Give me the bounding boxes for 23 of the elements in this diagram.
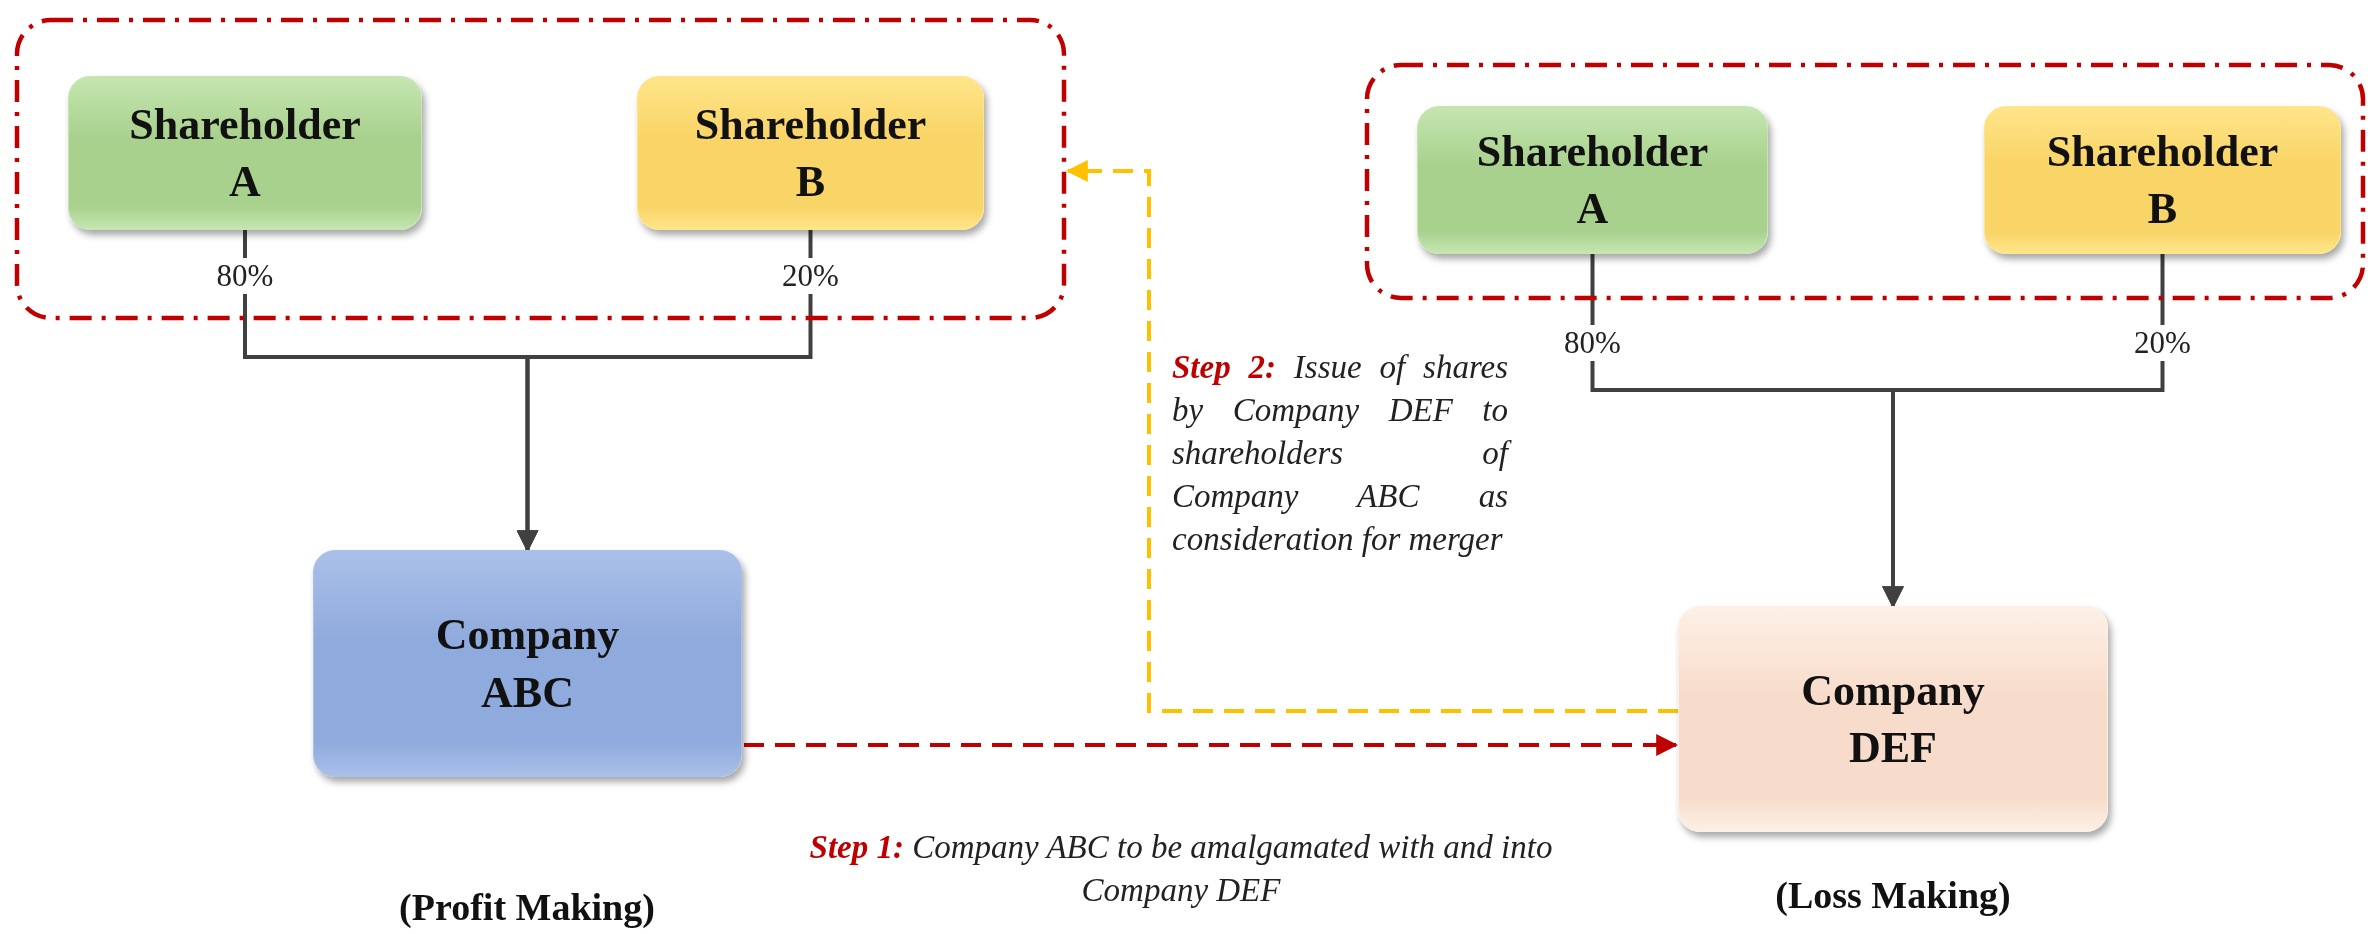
edge-label: 80% bbox=[1562, 325, 1623, 361]
node-label: Shareholder B bbox=[693, 98, 928, 208]
node-label: Shareholder A bbox=[128, 98, 362, 208]
node-label: Company DEF bbox=[1800, 664, 1986, 774]
arrow bbox=[516, 230, 813, 553]
arrow bbox=[1065, 160, 1678, 713]
company-box bbox=[1678, 606, 2108, 832]
shareholder-box bbox=[1417, 106, 1768, 254]
shareholder-box bbox=[68, 76, 422, 230]
company-box bbox=[313, 550, 742, 777]
edge-label: 80% bbox=[214, 258, 276, 294]
group-outline bbox=[1365, 63, 2365, 300]
node-label: Shareholder A bbox=[1475, 125, 1710, 235]
group-outline bbox=[15, 18, 1066, 320]
node-label: (Profit Making) bbox=[399, 885, 655, 929]
shareholder-box bbox=[1984, 106, 2341, 254]
node-label: (Loss Making) bbox=[1775, 873, 2011, 917]
edge-label: 20% bbox=[2132, 325, 2193, 361]
edge-label: 20% bbox=[780, 258, 841, 294]
node-label: Shareholder B bbox=[2045, 125, 2280, 235]
arrow bbox=[744, 734, 1679, 756]
shareholder-box bbox=[637, 76, 984, 230]
node-label: Company ABC bbox=[434, 609, 621, 719]
